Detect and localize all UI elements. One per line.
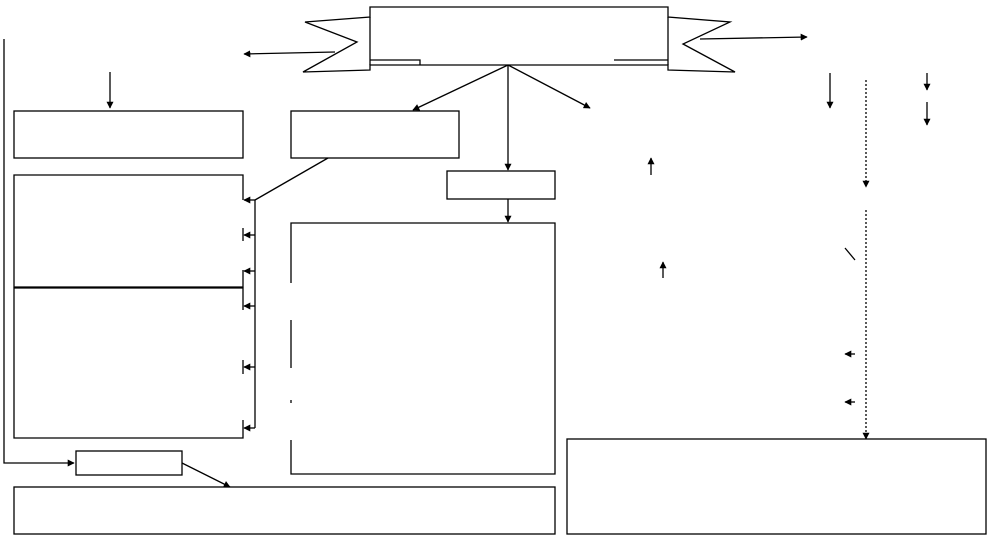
box-h	[13, 486, 556, 535]
box-e-outline	[13, 287, 244, 439]
box-b	[290, 110, 460, 159]
arrow-box-g-to-box-h	[181, 462, 231, 488]
arrow-banner-to-box-b	[412, 64, 509, 111]
arrow-banner-diagonal-right	[507, 64, 591, 109]
box-i	[566, 438, 987, 535]
box-c	[446, 170, 556, 200]
banner-ribbon	[302, 6, 736, 73]
banner-inner-left	[370, 59, 421, 65]
box-a	[13, 110, 244, 159]
box-f-outline	[290, 222, 556, 475]
small-diagonal-tick	[844, 247, 856, 261]
box-d-outline	[13, 174, 244, 288]
arrow-banner-left	[243, 50, 336, 58]
arrow-banner-right	[699, 33, 808, 41]
box-g	[75, 450, 183, 476]
connector-from-box-b	[254, 157, 329, 201]
left-feedback-line	[3, 39, 75, 467]
